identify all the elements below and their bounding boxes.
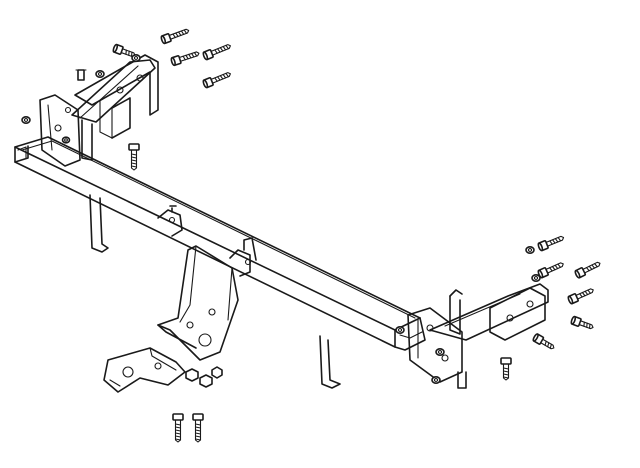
bolt-set	[21, 28, 601, 443]
bolt-icon	[128, 143, 140, 171]
washer-icon	[435, 347, 445, 357]
bolt-icon	[112, 43, 136, 58]
bolt-icon	[202, 72, 231, 89]
washer-icon	[21, 115, 31, 125]
bolt-icon	[574, 261, 601, 279]
bolt-icon	[170, 51, 200, 67]
right-bracket	[319, 283, 549, 389]
washer-icon	[431, 375, 441, 385]
washer-icon	[531, 273, 541, 283]
washer-icon	[525, 245, 535, 255]
bolt-icon	[537, 235, 565, 252]
bolt-icon	[202, 44, 231, 61]
center-hitch-arm	[157, 205, 257, 361]
bolt-icon	[537, 262, 564, 279]
main-crossbeam	[14, 136, 426, 351]
washer-icon	[61, 136, 71, 144]
bolt-icon	[567, 288, 594, 305]
washer-icon	[131, 53, 141, 63]
left-bracket	[39, 54, 159, 253]
tow-ball-plate	[103, 347, 223, 393]
washer-icon	[395, 325, 405, 335]
bolt-icon	[172, 413, 184, 443]
bolt-icon	[500, 357, 512, 381]
bolt-icon	[160, 28, 190, 45]
bolt-icon	[570, 315, 594, 330]
bolt-icon	[192, 413, 204, 443]
washer-icon	[95, 69, 105, 79]
bolt-icon	[532, 333, 555, 350]
